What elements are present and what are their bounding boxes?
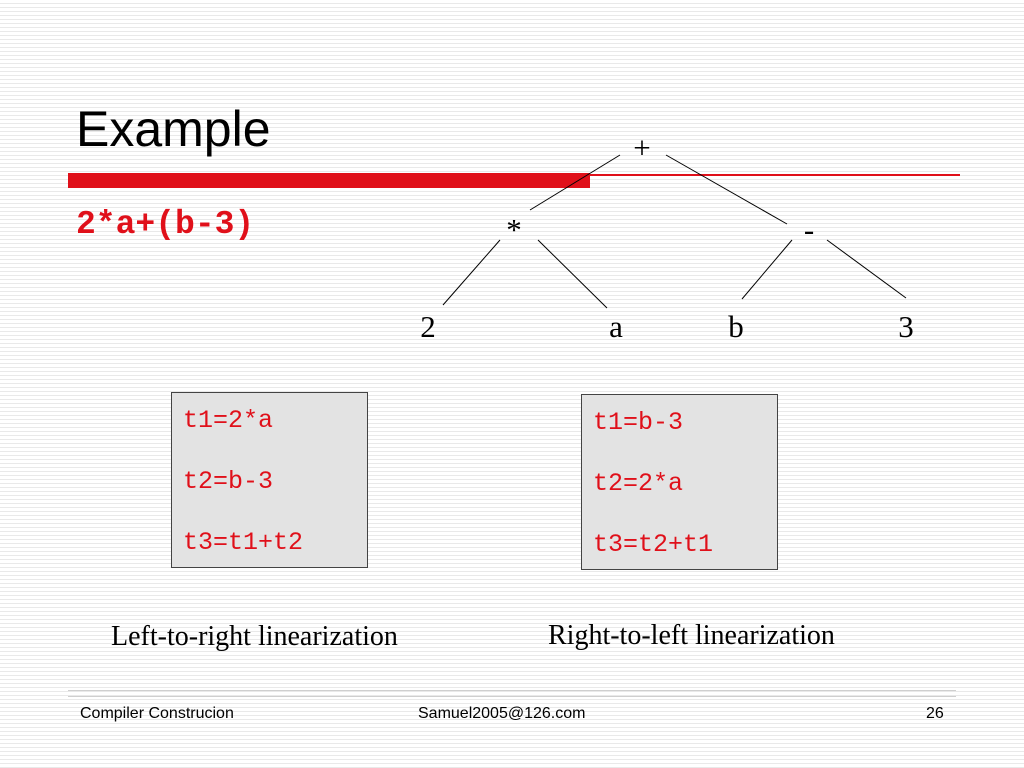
tree-node-times: *: [506, 212, 522, 247]
right-to-left-code-box: t1=b-3 t2=2*a t3=t2+t1: [581, 394, 778, 570]
tree-edge-minus-3: [826, 239, 907, 299]
code-line: t3=t2+t1: [593, 530, 714, 559]
tree-node-a: a: [609, 309, 623, 344]
footer-page-number: 26: [926, 705, 944, 722]
title-underline-bar: [68, 173, 590, 188]
footer-email: Samuel2005@126.com: [418, 705, 586, 722]
tree-edge-plus-times: [529, 154, 621, 211]
left-to-right-code-box: t1=2*a t2=b-3 t3=t1+t2: [171, 392, 368, 568]
slide-title: Example: [76, 101, 271, 157]
footer-divider: [68, 690, 956, 691]
left-to-right-caption: Left-to-right linearization: [111, 621, 398, 652]
tree-node-2: 2: [420, 309, 436, 344]
tree-edge-times-a: [537, 239, 608, 309]
expression-heading: 2*a+(b-3): [76, 206, 255, 243]
tree-node-b: b: [728, 309, 744, 344]
right-to-left-caption: Right-to-left linearization: [548, 620, 835, 651]
code-line: t2=b-3: [183, 467, 274, 496]
code-line: t1=b-3: [593, 408, 684, 437]
tree-edge-minus-b: [741, 239, 793, 300]
code-line: t3=t1+t2: [183, 528, 304, 557]
footer-divider: [68, 696, 956, 697]
tree-edge-times-2: [442, 239, 501, 306]
tree-node-plus: +: [633, 130, 650, 165]
code-line: t2=2*a: [593, 469, 684, 498]
tree-node-3: 3: [898, 309, 914, 344]
tree-node-minus: -: [804, 212, 814, 247]
footer-course-title: Compiler Construcion: [80, 705, 234, 722]
title-underline-rule: [590, 174, 960, 176]
tree-edge-plus-minus: [665, 154, 788, 225]
code-line: t1=2*a: [183, 406, 274, 435]
